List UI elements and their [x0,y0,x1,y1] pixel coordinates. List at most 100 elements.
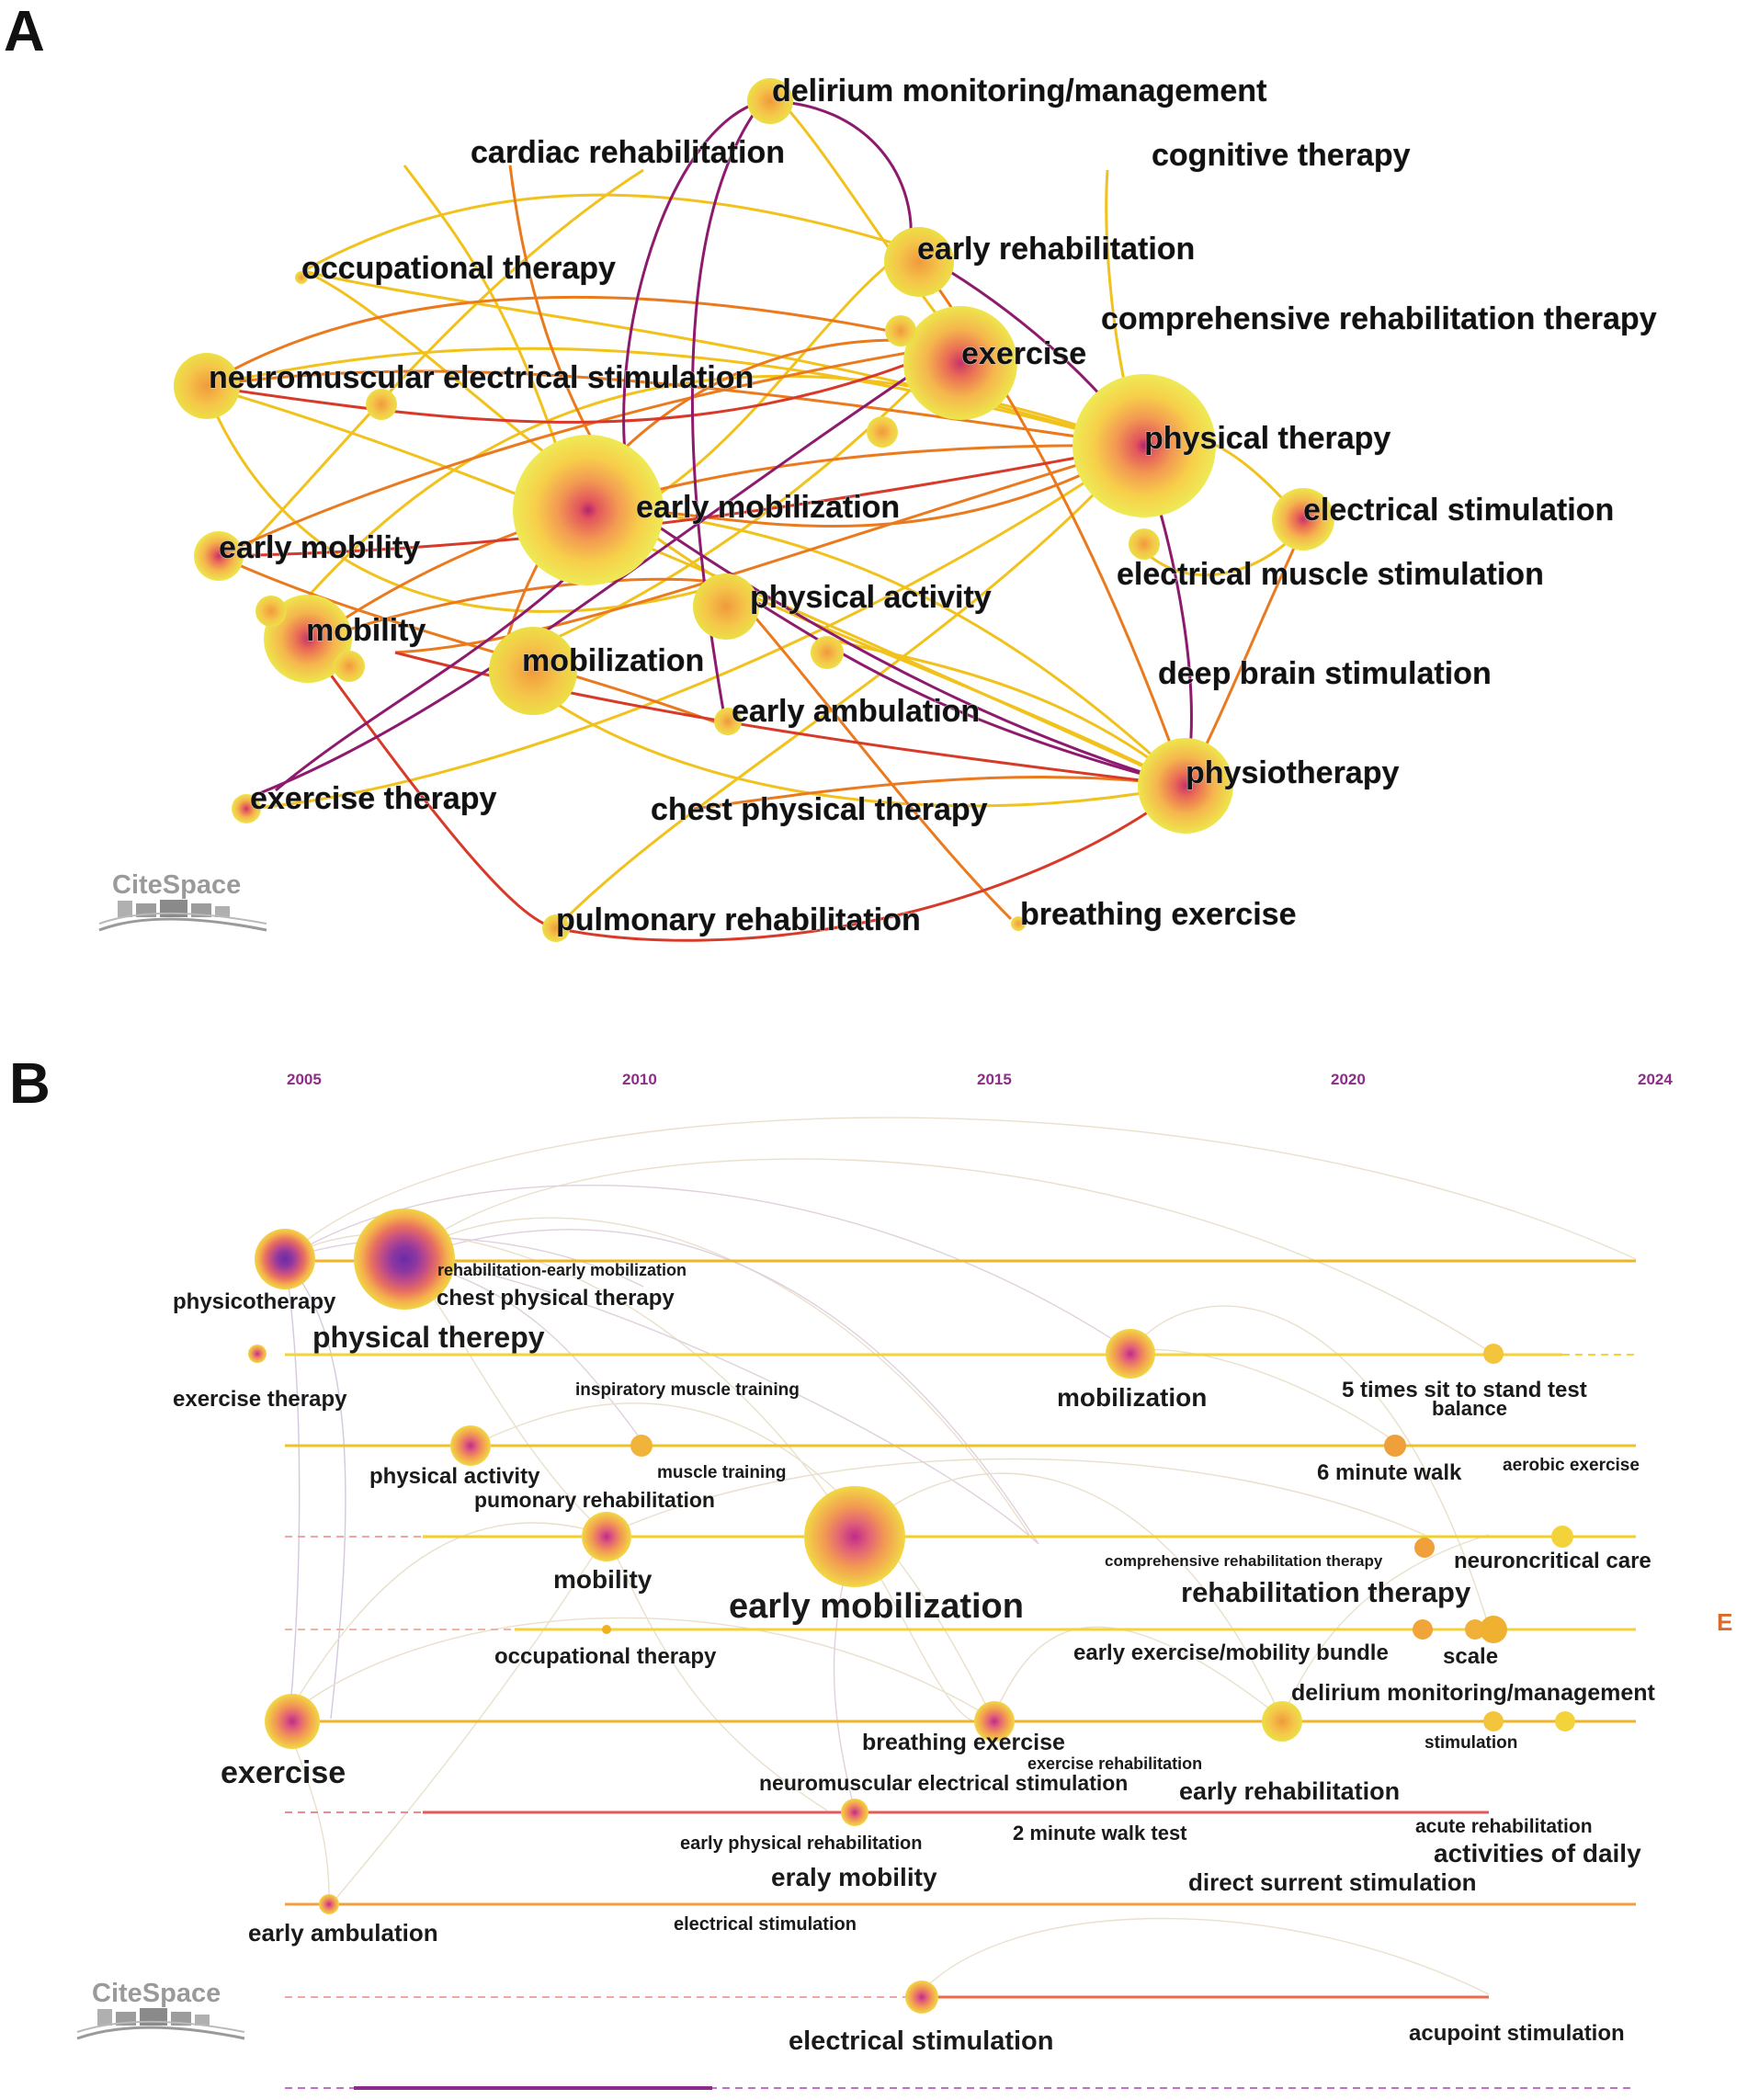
label-mobilization: mobilization [1057,1383,1207,1412]
link [302,193,911,273]
node-electrical-stimulation[interactable] [905,1981,938,2014]
node-stimulation[interactable] [1483,1711,1504,1731]
node-physical-activity[interactable] [450,1425,491,1466]
node-chest-physical-therapy[interactable] [354,1209,455,1310]
logo-bar [195,2015,210,2026]
node-delirium[interactable] [747,78,793,124]
node-electrical-muscle-stimulation[interactable] [1129,528,1160,560]
node-mobility[interactable] [582,1512,631,1561]
label-early-ambulation: early ambulation [732,694,980,729]
node-bundle[interactable] [1413,1619,1433,1640]
arc [1129,1305,1490,1628]
link [633,246,911,512]
arc [284,1232,856,1536]
label-neuromuscular-electrical-stimulation: neuromuscular electrical stimulation [209,360,754,395]
node-early-ambulation[interactable] [714,708,742,735]
node-early-ambulation[interactable] [319,1894,339,1914]
link [770,90,967,350]
node-muscle-training[interactable] [630,1435,653,1457]
node-minor[interactable] [867,416,898,448]
node-mobilization[interactable] [489,627,577,715]
arc [403,1229,1039,1545]
label-aerobic: aerobic exercise [1503,1456,1640,1475]
node-minor[interactable] [885,315,916,346]
node-early-mobilization[interactable] [804,1486,905,1587]
label-inspiratory: inspiratory muscle training [575,1380,800,1400]
node-early-mobilization[interactable] [513,435,664,585]
node-minor[interactable] [334,651,365,682]
node-neuroncritical-care[interactable] [1551,1526,1573,1548]
node-delirium[interactable] [1555,1711,1575,1731]
node-breathing-exercise[interactable] [1011,916,1026,931]
logo-bar [118,901,132,917]
node-minor[interactable] [255,596,287,627]
logo-text: CiteSpace [92,1979,221,2008]
link [724,583,1013,921]
node-minor[interactable] [366,389,397,420]
arc [1281,1534,1490,1720]
node-electrical-stimulation[interactable] [1272,488,1334,551]
label-nmes: neuromuscular electrical stimulation [759,1771,1128,1795]
node-physical-therapy[interactable] [1073,374,1216,517]
node-breathing-exercise[interactable] [974,1701,1015,1742]
node-exercise[interactable] [903,306,1017,420]
node-exercise-therapy[interactable] [232,794,261,823]
label-breathing: breathing exercise [862,1730,1065,1755]
label-comprehensive-rehabilitation-therapy: comprehensive rehabilitation therapy [1101,301,1657,336]
arc [468,1402,993,1720]
node-comprehensive[interactable] [1414,1538,1435,1558]
label-delirium: delirium monitoring/management [1291,1680,1656,1706]
arc [284,1617,993,1720]
arc [606,1458,1425,1536]
link [203,295,957,388]
node-early-mobility[interactable] [194,531,244,581]
label-acupoint: acupoint stimulation [1409,2021,1625,2046]
link [633,508,1187,788]
label-pulmonary-rehabilitation: pulmonary rehabilitation [556,902,921,937]
node-physical-activity[interactable] [693,573,759,640]
node-eraly-mobility[interactable] [841,1799,868,1826]
node-early-rehabilitation[interactable] [884,227,954,297]
node-neuromuscular[interactable] [174,353,240,419]
arc [284,1258,301,1720]
link [633,444,1141,528]
node-occupational-therapy[interactable] [602,1625,611,1634]
label-physicotherapy: physicotherapy [173,1289,336,1314]
logo-book [98,917,267,932]
node-occupational-therapy[interactable] [295,271,308,284]
label-early-phys-rehab: early physical rehabilitation [680,1833,922,1854]
node-physiotherapy[interactable] [1138,738,1233,834]
label-deep-brain-stimulation: deep brain stimulation [1158,656,1492,691]
node-scale-2[interactable] [1480,1616,1507,1643]
node-exercise-therapy[interactable] [248,1345,267,1363]
edge-marker: E [1717,1608,1732,1636]
label-adl: activities of daily [1434,1839,1641,1867]
network-labels: delirium monitoring/management cardiac r… [209,74,1658,938]
label-electrical-stimulation: electrical stimulation [789,2026,1054,2056]
node-exercise[interactable] [265,1694,320,1749]
node-early-rehabilitation[interactable] [1262,1701,1302,1742]
node-mobilization[interactable] [1106,1329,1155,1379]
citespace-logo-a: CiteSpace [98,870,267,932]
node-minor[interactable] [811,636,844,669]
label-exercise-therapy: exercise therapy [173,1387,347,1412]
node-scale[interactable] [1465,1619,1485,1640]
logo-book [76,2020,245,2033]
node-physicotherapy[interactable] [255,1229,315,1289]
panel-a-letter: A [4,0,45,63]
link [725,582,1186,788]
node-pulmonary-rehabilitation[interactable] [542,914,570,942]
label-acute-rehab: acute rehabilitation [1415,1816,1593,1837]
node-mobility[interactable] [264,595,352,683]
label-delirium: delirium monitoring/management [772,74,1266,108]
node-balance[interactable] [1483,1344,1504,1364]
arc [403,1258,1039,1545]
label-chest-physical-therapy: chest physical therapy [651,792,988,827]
label-exercise-rehab: exercise rehabilitation [1027,1754,1202,1773]
link [762,99,913,249]
label-early-rehab: early rehabilitation [1179,1777,1400,1805]
label-occupational-therapy: occupational therapy [301,251,616,286]
label-physical-therapy: physical therapy [1144,421,1390,456]
node-6-minute-walk[interactable] [1384,1435,1406,1457]
